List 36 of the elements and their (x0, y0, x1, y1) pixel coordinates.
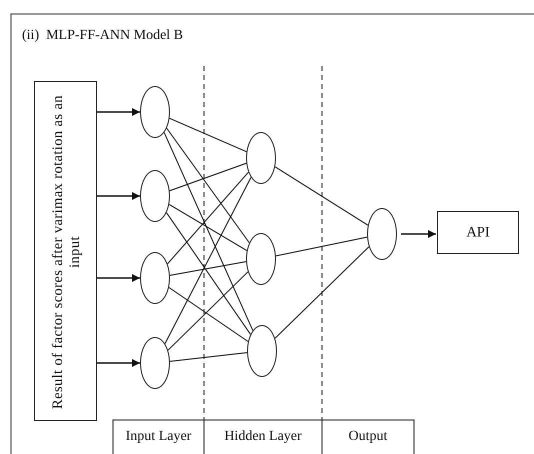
connection-line (169, 118, 247, 152)
connection-line (168, 271, 248, 351)
input-description: Result of factor scores after varimax rotation as an input (50, 94, 84, 411)
neuron-circle (246, 233, 276, 285)
connection-line (167, 172, 249, 264)
connection-line (166, 128, 250, 244)
input-box (34, 81, 97, 421)
neuron-circle (246, 132, 276, 184)
layer-label: Output (348, 429, 388, 445)
node-label: API (465, 224, 491, 241)
connection-line (168, 287, 249, 342)
connection-line (164, 176, 252, 344)
neuron-circle (247, 325, 277, 377)
layer-label: Hidden Layer (224, 429, 302, 445)
connection-line (169, 162, 247, 192)
neuron-circle (367, 208, 397, 260)
arrow (97, 274, 140, 282)
connection-line (275, 236, 368, 256)
arrow (97, 192, 140, 200)
arrow (401, 230, 436, 238)
connection-line (164, 132, 254, 331)
connection-line (169, 261, 247, 276)
connection-line (166, 212, 251, 335)
arrow (97, 359, 140, 367)
arrow (97, 108, 140, 116)
connection-line (169, 352, 248, 362)
diagram-title: (ii) MLP-FF-ANN Model B (22, 28, 184, 44)
neuron-circle (140, 170, 170, 222)
connection-line (274, 166, 368, 226)
neuron-circle (140, 252, 170, 304)
neuron-circle (140, 86, 170, 138)
output-box (437, 211, 519, 254)
neuron-circle (140, 337, 170, 389)
layer-label: Input Layer (126, 429, 192, 445)
connection-line (168, 204, 248, 252)
connection-line (274, 246, 370, 339)
